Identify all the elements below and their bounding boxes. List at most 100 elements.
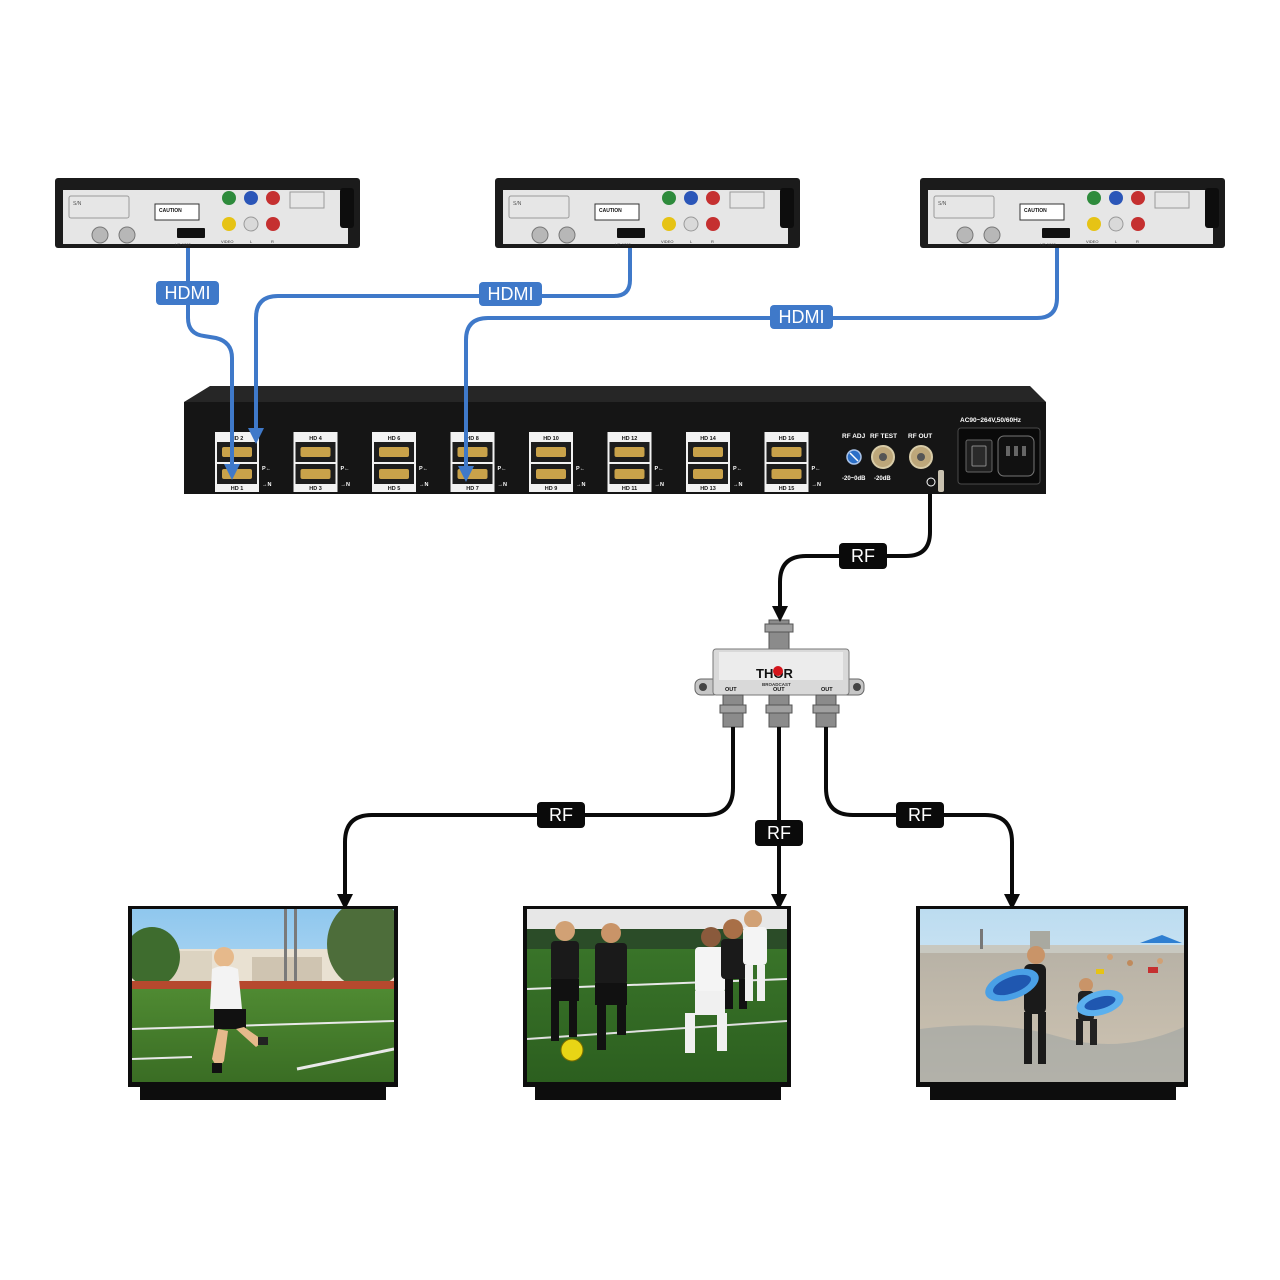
serial-number-label: S/N <box>513 201 522 207</box>
hdmi-port-icon[interactable] <box>614 447 645 457</box>
thor-logo-subtext: BROADCAST <box>762 682 791 687</box>
tv-right-screen <box>920 909 1184 1082</box>
hdmi-port-icon <box>177 228 205 238</box>
hdmi-port-icon[interactable] <box>771 469 802 479</box>
serial-number-label: S/N <box>938 201 947 207</box>
p-marker: P← <box>576 466 585 472</box>
n-marker: →N <box>498 482 508 488</box>
hdmi-port-top-label: HD 14 <box>700 436 717 442</box>
hdmi-port-icon[interactable] <box>300 469 331 479</box>
hdmi-port-bottom-label: HD 3 <box>309 486 322 492</box>
caution-label: CAUTION <box>599 208 622 214</box>
hdmi-modulator: HD 2HD 1P←→NHD 4HD 3P←→NHD 6HD 5P←→NHD 8… <box>184 386 1046 494</box>
hdmi-port-icon[interactable] <box>300 447 331 457</box>
tv-center-stand <box>535 1087 781 1100</box>
rf-out-label: RF OUT <box>908 433 932 440</box>
svg-text:HDMI: HDMI <box>779 307 825 327</box>
coax-port-icon <box>118 226 136 244</box>
p-marker: P← <box>733 466 742 472</box>
hdmi-port-icon[interactable] <box>536 469 566 479</box>
rca-jack-icon <box>266 191 280 205</box>
hdmi-port-icon[interactable] <box>222 469 252 479</box>
n-marker: →N <box>812 482 822 488</box>
serial-number-label: S/N <box>73 201 82 207</box>
n-marker: →N <box>419 482 429 488</box>
coax-port-icon <box>983 226 1001 244</box>
hdmi-port-bottom-label: HD 11 <box>622 486 637 492</box>
svg-text:HDMI: HDMI <box>165 283 211 303</box>
hdmi-port-icon <box>617 228 645 238</box>
hdmi-port-top-label: HD 6 <box>388 436 401 442</box>
hdmi-port-bottom-label: HD 15 <box>779 486 795 492</box>
hdmi-port-bottom-label: HD 13 <box>700 486 716 492</box>
tv-left <box>128 906 398 1100</box>
serial-number-box <box>933 195 995 219</box>
rf-label-main: RF <box>839 543 887 569</box>
hdmi-label-2: HDMI <box>479 282 542 306</box>
tv-left-screen <box>132 909 394 1082</box>
hdmi-port-bottom-label: HD 1 <box>231 486 244 492</box>
rca-jack-icon <box>662 191 676 205</box>
hdmi-port-top-label: HD 10 <box>543 436 559 442</box>
splitter-out-left-label: OUT <box>725 687 737 693</box>
power-cord <box>780 188 794 228</box>
caution-sticker <box>594 203 640 221</box>
hdmi-port-icon[interactable] <box>379 469 409 479</box>
rf-splitter: IN THOR BROADCAST OUT OUT OUT <box>694 619 865 728</box>
hdmi-cables: HDMI HDMI HDMI <box>156 248 1059 482</box>
hdmi-port-top-label: HD 8 <box>466 436 479 442</box>
rca-jack-icon <box>266 217 280 231</box>
svg-text:HDMI: HDMI <box>488 284 534 304</box>
rca-jack-icon <box>1131 217 1145 231</box>
hdmi-port-icon <box>1042 228 1070 238</box>
power-rating-box <box>729 191 765 209</box>
caution-sticker <box>154 203 200 221</box>
hdmi-port-label: HD 1080 <box>1040 242 1057 247</box>
rca-jack-icon <box>706 217 720 231</box>
hdmi-port-icon[interactable] <box>693 447 723 457</box>
p-marker: P← <box>262 466 271 472</box>
hdmi-input-pair: HD 14 HD 13 P← →N <box>686 432 743 492</box>
hdmi-port-icon[interactable] <box>379 447 409 457</box>
hdmi-port-bottom-label: HD 7 <box>466 486 479 492</box>
rf-adj-label: RF ADJ <box>842 433 866 440</box>
receiver-right: S/N CAUTION HD 1080 VIDEO L R <box>920 178 1225 248</box>
caution-sticker <box>1019 203 1065 221</box>
n-marker: →N <box>733 482 743 488</box>
rca-jack-icon <box>683 216 699 232</box>
hdmi-port-icon[interactable] <box>457 447 488 457</box>
audio-left-label: L <box>690 239 693 244</box>
rf-cables: RF RF RF RF <box>337 494 1020 910</box>
tv-right-stand <box>930 1087 1176 1100</box>
n-marker: →N <box>341 482 351 488</box>
splitter-out-center-label: OUT <box>773 687 785 693</box>
p-marker: P← <box>655 466 664 472</box>
hdmi-port-icon[interactable] <box>457 469 488 479</box>
hdmi-port-icon[interactable] <box>536 447 566 457</box>
svg-text:RF: RF <box>549 805 573 825</box>
n-marker: →N <box>262 482 272 488</box>
rf-test-label: RF TEST <box>870 433 897 440</box>
audio-right-label: R <box>1136 239 1139 244</box>
p-marker: P← <box>419 466 428 472</box>
hdmi-port-icon[interactable] <box>222 447 252 457</box>
rca-jack-icon <box>1087 191 1101 205</box>
audio-left-label: L <box>250 239 253 244</box>
rca-jack-icon <box>1087 217 1101 231</box>
coax-port-icon <box>956 226 974 244</box>
svg-text:RF: RF <box>851 546 875 566</box>
rf-test-level: -20dB <box>874 476 891 482</box>
tv-center <box>523 906 791 1100</box>
hdmi-input-pair: HD 6HD 5P←→N <box>372 432 429 492</box>
hdmi-port-icon[interactable] <box>693 469 723 479</box>
hdmi-port-icon[interactable] <box>771 447 802 457</box>
coax-port-icon <box>531 226 549 244</box>
power-cord <box>1205 188 1219 228</box>
video-label: VIDEO <box>1086 239 1098 244</box>
hdmi-port-icon[interactable] <box>614 469 645 479</box>
rf-label-right: RF <box>896 802 944 828</box>
coax-port-icon <box>91 226 109 244</box>
hdmi-cable-3 <box>458 248 1059 482</box>
rca-jack-icon <box>1108 216 1124 232</box>
